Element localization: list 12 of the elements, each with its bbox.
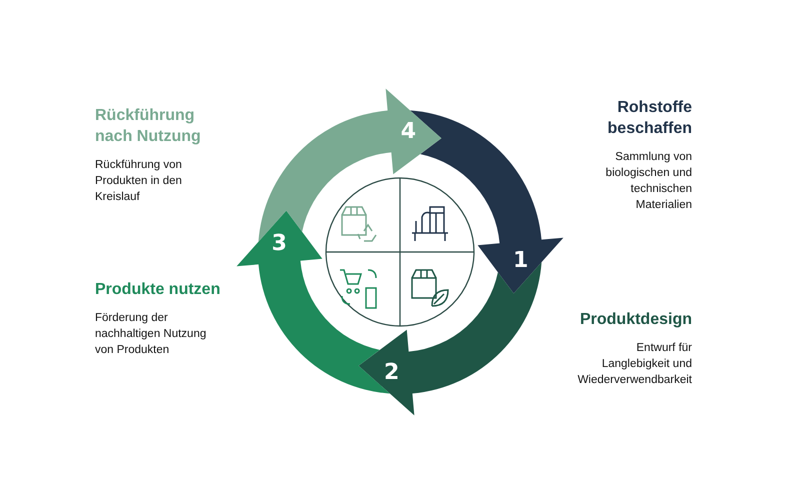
step-number: 1 bbox=[513, 248, 528, 273]
step-number: 2 bbox=[384, 360, 400, 386]
step-description: Förderung der nachhaltigen Nutzung von Produkten bbox=[95, 311, 207, 358]
step-description: Rückführung von Produkten in den Kreislauf bbox=[95, 158, 183, 205]
step-description: Sammlung von biologischen und technischen Materialien bbox=[604, 150, 692, 213]
step-number: 4 bbox=[400, 118, 416, 144]
step-heading: Rohstoffe beschaffen bbox=[606, 98, 692, 139]
step-heading: Rückführung nach Nutzung bbox=[95, 106, 202, 147]
step-number: 3 bbox=[272, 231, 287, 256]
step-description: Entwurf für Langlebigkeit und Wiederverwendbarkeit bbox=[576, 341, 692, 388]
step-heading: Produkte nutzen bbox=[95, 280, 222, 300]
step-heading: Produktdesign bbox=[578, 310, 692, 330]
